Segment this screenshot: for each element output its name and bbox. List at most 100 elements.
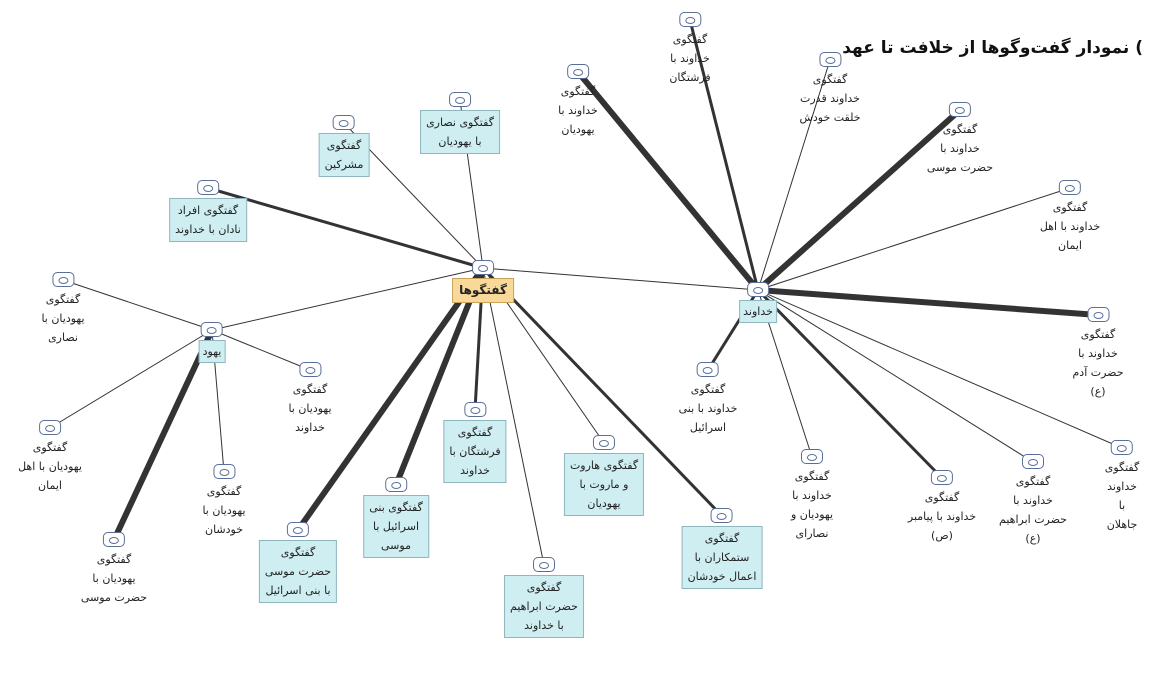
edge-god-to-n-adam bbox=[757, 287, 1099, 318]
node-label: گفتگوی حضرت ابراهیم با خداوند bbox=[504, 575, 584, 638]
diagram-title: ) نمودار گفت‌وگوها از خلافت تا عهد bbox=[842, 38, 1143, 58]
node-toggle-icon[interactable] bbox=[464, 402, 486, 417]
node-label: گفتگوی یهودیان با خداوند bbox=[288, 383, 332, 434]
node-toggle-icon[interactable] bbox=[103, 532, 126, 547]
node-label: گفتگوی خداوند با حضرت موسی bbox=[926, 123, 994, 174]
node-label: گفتگوی یهودیان با خودشان bbox=[202, 485, 246, 536]
node-label: گفتگوی هاروت و ماروت با یهودیان bbox=[563, 453, 645, 516]
node-n-power[interactable]: گفتگوی خداوند قدرت خلقت خودش bbox=[799, 52, 861, 127]
node-n-abraham-god[interactable]: گفتگوی حضرت ابراهیم با خداوند bbox=[504, 557, 584, 638]
edge-god-to-n-angels-top bbox=[688, 19, 760, 291]
node-n-jews-faithful[interactable]: گفتگوی یهودیان با اهل ایمان bbox=[18, 420, 82, 495]
edge-god-to-n-god-jews bbox=[575, 70, 761, 292]
node-n-adam[interactable]: گفتگوی خداوند با حضرت آدم (ع) bbox=[1072, 307, 1125, 401]
node-label: گفتگوی حضرت موسی با بنی اسرائیل bbox=[258, 540, 338, 603]
node-n-ignorant[interactable]: گفتگوی خداوند با جاهلان bbox=[1104, 440, 1140, 534]
node-label: گفتگوها bbox=[452, 278, 514, 303]
node-n-jews-christians[interactable]: گفتگوی یهودیان با نصاری bbox=[41, 272, 85, 347]
node-label: خداوند bbox=[739, 300, 777, 323]
node-label: گفتگوی خداوند با یهودیان و نصارای bbox=[790, 470, 834, 540]
node-toggle-icon[interactable] bbox=[299, 362, 321, 377]
node-toggle-icon[interactable] bbox=[679, 12, 701, 27]
node-label: گفتگوی خداوند قدرت خلقت خودش bbox=[799, 73, 861, 124]
edge-god-to-n-moses bbox=[756, 107, 962, 293]
node-label: گفتگوی بنی اسرائیل با موسی bbox=[363, 495, 429, 558]
node-toggle-icon[interactable] bbox=[697, 362, 720, 377]
node-label: گفتگوی فرشتگان با خداوند bbox=[443, 420, 507, 483]
node-label: گفتگوی خداوند با فرشتگان bbox=[669, 33, 711, 84]
node-toggle-icon[interactable] bbox=[333, 115, 355, 130]
node-toggle-icon[interactable] bbox=[201, 322, 223, 337]
node-n-jews-god[interactable]: گفتگوی یهودیان با خداوند bbox=[288, 362, 332, 437]
node-toggle-icon[interactable] bbox=[472, 260, 494, 275]
node-toggle-icon[interactable] bbox=[747, 282, 769, 297]
node-label: گفتگوی خداوند با حضرت ابراهیم (ع) bbox=[999, 475, 1067, 545]
node-n-jews-selves[interactable]: گفتگوی یهودیان با خودشان bbox=[202, 464, 246, 539]
node-toggle-icon[interactable] bbox=[1111, 440, 1133, 455]
edge-god-to-n-power bbox=[757, 59, 831, 291]
node-toggle-icon[interactable] bbox=[287, 522, 310, 537]
node-n-faithful[interactable]: گفتگوی خداوند با اهل ایمان bbox=[1040, 180, 1100, 255]
node-n-angels-god[interactable]: گفتگوی فرشتگان با خداوند bbox=[443, 402, 507, 483]
node-n-israel[interactable]: گفتگوی خداوند با بنی اسرائیل bbox=[679, 362, 737, 437]
edge-root-to-jews bbox=[211, 267, 484, 331]
edge-jews-to-n-jews-god bbox=[211, 329, 311, 371]
node-toggle-icon[interactable] bbox=[533, 557, 556, 572]
node-toggle-icon[interactable] bbox=[567, 64, 589, 79]
node-label: گفتگوی خداوند با یهودیان bbox=[558, 85, 598, 136]
node-toggle-icon[interactable] bbox=[449, 92, 472, 107]
edge-root-to-n-wrongdoers bbox=[481, 266, 724, 518]
node-n-wrongdoers[interactable]: گفتگوی ستمکاران با اعمال خودشان bbox=[681, 508, 763, 589]
node-label: گفتگوی خداوند با حضرت آدم (ع) bbox=[1072, 328, 1124, 398]
node-god[interactable]: خداوند bbox=[739, 282, 777, 323]
node-toggle-icon[interactable] bbox=[197, 180, 220, 195]
node-toggle-icon[interactable] bbox=[52, 272, 74, 287]
node-toggle-icon[interactable] bbox=[819, 52, 841, 67]
edge-root-to-n-fools bbox=[207, 186, 484, 270]
node-label: گفتگوی یهودیان با نصاری bbox=[41, 293, 85, 344]
node-n-god-jews[interactable]: گفتگوی خداوند با یهودیان bbox=[558, 64, 598, 139]
node-n-jews-christ[interactable]: گفتگوی خداوند با یهودیان و نصارای bbox=[791, 449, 833, 543]
node-label: گفتگوی افراد نادان با خداوند bbox=[169, 198, 247, 242]
edge-root-to-god bbox=[482, 267, 759, 291]
node-toggle-icon[interactable] bbox=[39, 420, 61, 435]
node-n-polytheists[interactable]: گفتگوی مشرکین bbox=[318, 115, 370, 177]
node-n-abraham[interactable]: گفتگوی خداوند با حضرت ابراهیم (ع) bbox=[999, 454, 1067, 548]
node-toggle-icon[interactable] bbox=[1087, 307, 1109, 322]
edge-jews-to-n-jews-faithful bbox=[49, 329, 213, 429]
edge-root-to-n-abraham-god bbox=[482, 267, 545, 566]
edge-root-to-n-israel-moses bbox=[393, 266, 486, 487]
node-jews[interactable]: یهود bbox=[198, 322, 226, 363]
edge-jews-to-n-jews-moses bbox=[111, 328, 215, 542]
node-toggle-icon[interactable] bbox=[801, 449, 824, 464]
node-label: یهود bbox=[198, 340, 226, 363]
node-n-prophet[interactable]: گفتگوی خداوند با پیامبر (ص) bbox=[908, 470, 976, 545]
node-label: گفتگوی نصاری با یهودیان bbox=[420, 110, 500, 154]
node-n-angels-top[interactable]: گفتگوی خداوند با فرشتگان bbox=[669, 12, 711, 87]
edge-god-to-n-faithful bbox=[757, 187, 1071, 291]
node-toggle-icon[interactable] bbox=[385, 477, 408, 492]
node-n-christians-jews[interactable]: گفتگوی نصاری با یهودیان bbox=[420, 92, 500, 154]
node-n-israel-moses[interactable]: گفتگوی بنی اسرائیل با موسی bbox=[363, 477, 429, 558]
node-label: گفتگوی یهودیان با اهل ایمان bbox=[18, 441, 82, 492]
node-n-fools[interactable]: گفتگوی افراد نادان با خداوند bbox=[169, 180, 247, 242]
node-n-moses-israel[interactable]: گفتگوی حضرت موسی با بنی اسرائیل bbox=[258, 522, 338, 603]
edge-root-to-n-moses-israel bbox=[295, 266, 486, 532]
node-toggle-icon[interactable] bbox=[213, 464, 235, 479]
node-root[interactable]: گفتگوها bbox=[452, 260, 514, 303]
node-toggle-icon[interactable] bbox=[711, 508, 734, 523]
node-n-jews-moses[interactable]: گفتگوی یهودیان با حضرت موسی bbox=[81, 532, 147, 607]
node-n-moses[interactable]: گفتگوی خداوند با حضرت موسی bbox=[927, 102, 993, 177]
node-n-harut[interactable]: گفتگوی هاروت و ماروت با یهودیان bbox=[563, 435, 645, 516]
node-toggle-icon[interactable] bbox=[931, 470, 954, 485]
node-toggle-icon[interactable] bbox=[949, 102, 972, 117]
node-label: گفتگوی خداوند با جاهلان bbox=[1104, 461, 1140, 531]
node-label: گفتگوی یهودیان با حضرت موسی bbox=[80, 553, 148, 604]
node-toggle-icon[interactable] bbox=[1059, 180, 1081, 195]
edge-god-to-n-abraham bbox=[757, 289, 1034, 463]
edge-jews-to-n-jews-christians bbox=[62, 279, 213, 331]
node-toggle-icon[interactable] bbox=[1022, 454, 1045, 469]
node-toggle-icon[interactable] bbox=[593, 435, 615, 450]
node-label: گفتگوی خداوند با اهل ایمان bbox=[1039, 201, 1101, 252]
